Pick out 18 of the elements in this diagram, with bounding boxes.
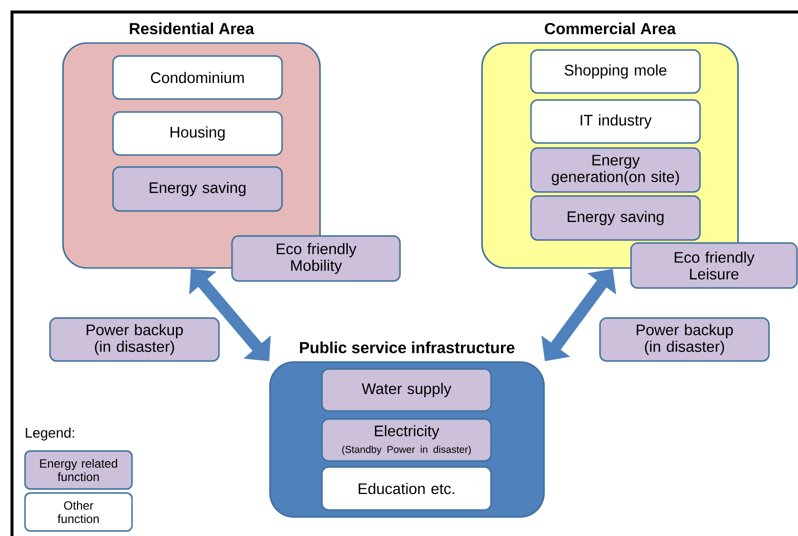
area-heading: Commercial Area: [544, 22, 676, 34]
function-box: Condominium: [112, 55, 283, 100]
callout-box: Power backup (in disaster): [599, 317, 770, 362]
function-box: Education etc.: [321, 466, 492, 511]
callout-box: Eco friendly Mobility: [231, 235, 401, 282]
area-heading: Residential Area: [130, 22, 254, 34]
function-box: Electricity (Standby Power in disaster): [321, 418, 492, 462]
function-box: Energy saving: [112, 166, 283, 212]
legend-title: Legend:: [26, 427, 74, 441]
function-box: IT industry: [530, 99, 701, 144]
area-heading: Public service infrastructure: [300, 342, 514, 354]
callout-box: Eco friendly Leisure: [630, 242, 798, 289]
callout-box: Power backup (in disaster): [49, 317, 220, 362]
function-box: Shopping mole: [530, 49, 701, 94]
function-box: Energy saving: [530, 195, 701, 241]
function-box: Water supply: [321, 368, 492, 412]
function-box: Housing: [112, 111, 283, 156]
function-box: Energy generation(on site): [530, 147, 701, 193]
